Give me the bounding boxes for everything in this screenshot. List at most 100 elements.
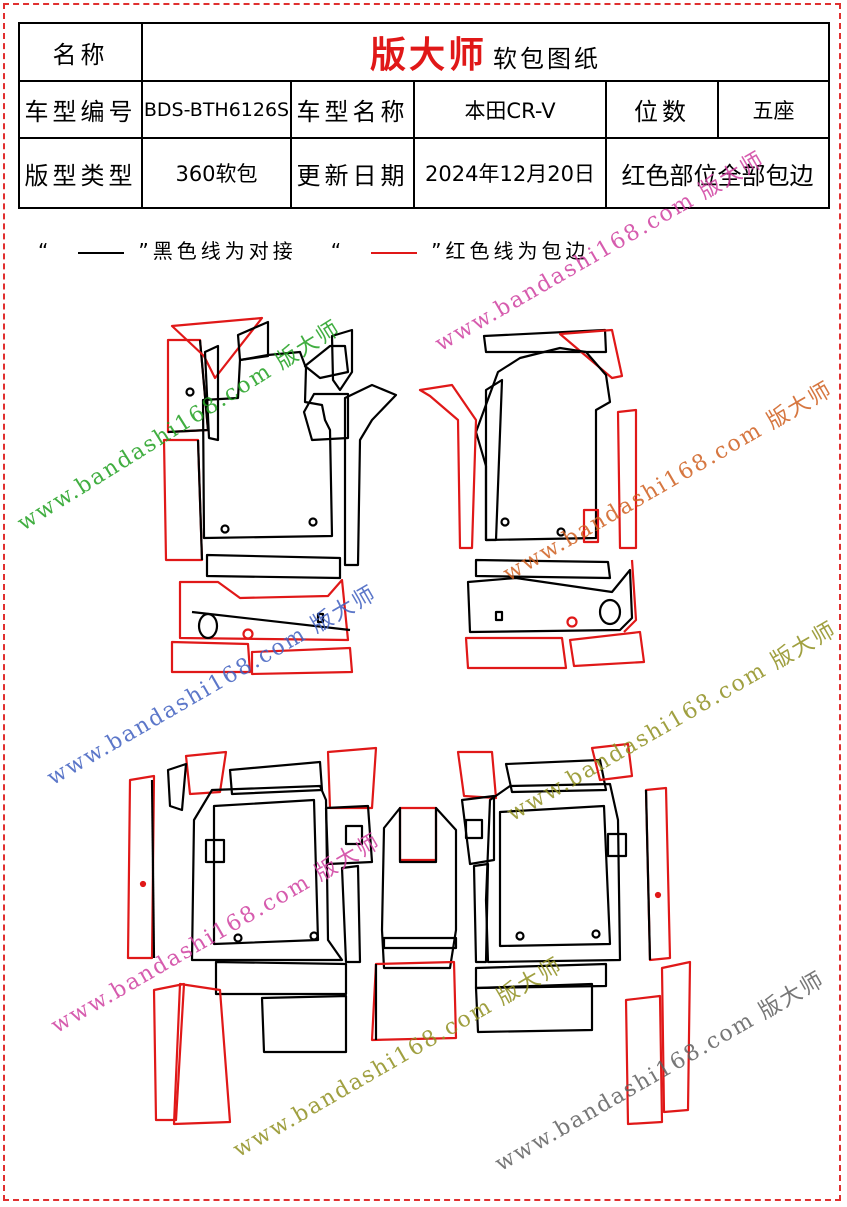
piece-rear-left-lower (260, 994, 348, 1054)
front-right-mat-group (418, 328, 646, 670)
bracket-4 (606, 832, 628, 858)
hole-2 (220, 524, 230, 534)
piece-front-left-foot-1 (170, 640, 252, 674)
piece-rear-left-rail (340, 864, 362, 964)
hole-7 (566, 616, 578, 628)
black-line-sample (78, 251, 125, 254)
piece-tunnel-top (398, 806, 438, 862)
piece-front-right-slot (582, 508, 600, 544)
seats-value: 五座 (716, 80, 831, 139)
piece-rear-right-pillar (456, 750, 498, 800)
piece-rear-left-foot (152, 982, 186, 1122)
slot-2 (494, 610, 504, 622)
piece-front-left-block (302, 392, 350, 442)
piece-front-right-left-rail (418, 383, 478, 550)
legend: “”黑色线为对接“”红色线为包边 (38, 235, 590, 264)
hole-10 (515, 931, 525, 941)
piece-front-left-top (236, 320, 270, 362)
bracket-1 (204, 838, 226, 864)
piece-tunnel-main (380, 806, 458, 970)
piece-front-left-side-seam (196, 439, 204, 561)
piece-front-left-rail (343, 383, 398, 567)
piece-front-left-strip (170, 316, 264, 380)
slot-1 (316, 612, 325, 624)
hole-1 (185, 387, 195, 397)
piece-rear-right-rail (472, 862, 490, 964)
hole-oval-2 (598, 598, 622, 626)
piece-rear-right-bar (474, 962, 608, 990)
piece-front-left-foot-2 (250, 646, 354, 676)
piece-rear-left-sill (126, 774, 156, 960)
model-name-value: 本田CR-V (413, 80, 607, 139)
hole-8 (233, 933, 243, 943)
piece-rear-left-foot2 (172, 982, 232, 1126)
legend-open-quote-2: “ (330, 239, 346, 263)
doc-title: 软包图纸 (493, 45, 602, 73)
piece-front-left-top2 (303, 344, 350, 380)
piece-front-right-main (474, 346, 612, 542)
piece-rear-right-sill-seam (644, 789, 652, 961)
piece-rear-left-pillar (326, 746, 378, 810)
bracket-3 (464, 818, 484, 840)
hole-3 (308, 517, 318, 527)
front-left-mat-group (162, 316, 398, 676)
seats-label: 位数 (605, 80, 719, 139)
piece-rear-right-foot (624, 994, 664, 1126)
model-name-label: 车型名称 (290, 80, 415, 139)
piece-front-right-foot-1 (464, 636, 568, 670)
piece-front-right-hood (558, 328, 624, 380)
update-date-label: 更新日期 (290, 137, 415, 209)
piece-rear-right-lower (474, 982, 594, 1034)
model-code-label: 车型编号 (18, 80, 143, 139)
dot-2 (654, 891, 662, 899)
piece-rear-left-main-inner (212, 798, 320, 946)
hole-5 (500, 517, 510, 527)
hole-6 (556, 527, 566, 537)
piece-rear-right-header (504, 758, 608, 794)
piece-rear-right-top (590, 742, 634, 782)
piece-rear-left-top (184, 750, 228, 796)
spec-table: 名称 版大师软包图纸 车型编号 BDS-BTH6126S 车型名称 本田CR-V… (18, 22, 831, 209)
piece-front-right-side (616, 408, 638, 550)
hole-oval-1 (197, 612, 219, 640)
piece-front-left-bottom-bar (205, 553, 342, 580)
brand-title: 版大师 (370, 35, 488, 76)
legend-open-quote-1: “ (38, 239, 53, 263)
title-cell: 版大师软包图纸 (140, 22, 831, 82)
piece-front-right-foot-2 (568, 630, 646, 668)
pattern-type-label: 版型类型 (18, 137, 143, 209)
piece-rear-left-sill-seam (150, 779, 156, 959)
piece-tunnel-lower (370, 960, 458, 1042)
piece-front-right-bar (474, 558, 612, 580)
bracket-2 (344, 824, 364, 846)
piece-rear-left-main (190, 784, 344, 962)
hole-9 (309, 931, 319, 941)
piece-front-right-lower (466, 568, 634, 634)
legend-close-quote-2: ” (431, 239, 446, 263)
piece-front-left-tunnel (330, 328, 354, 392)
piece-front-left-small (203, 344, 220, 442)
legend-red-text: 红色线为包边 (445, 239, 590, 263)
legend-close-quote-1: ” (138, 239, 153, 263)
piece-rear-right-main-inner (498, 804, 612, 948)
hole-11 (591, 929, 601, 939)
rear-right-mat-group (456, 742, 692, 1126)
edge-note: 红色部位全部包边 (604, 137, 831, 209)
red-line-sample (371, 251, 418, 254)
name-label-cell: 名称 (18, 22, 143, 82)
piece-rear-right-side (460, 794, 496, 866)
piece-front-right-top (482, 328, 608, 354)
pattern-type-value: 360软包 (141, 137, 292, 209)
model-code-value: BDS-BTH6126S (141, 80, 292, 139)
page-border (3, 3, 841, 1201)
update-date-value: 2024年12月20日 (413, 137, 607, 209)
rear-left-mat-group (126, 746, 378, 1126)
piece-rear-left-bar (214, 960, 348, 996)
rear-center-tunnel-group (370, 806, 458, 1042)
piece-rear-left-top2 (166, 762, 188, 812)
piece-front-left-lower-seam (191, 610, 351, 632)
dot-1 (139, 880, 147, 888)
piece-front-right-col (484, 378, 504, 542)
piece-front-right-lower-edge (623, 559, 638, 633)
